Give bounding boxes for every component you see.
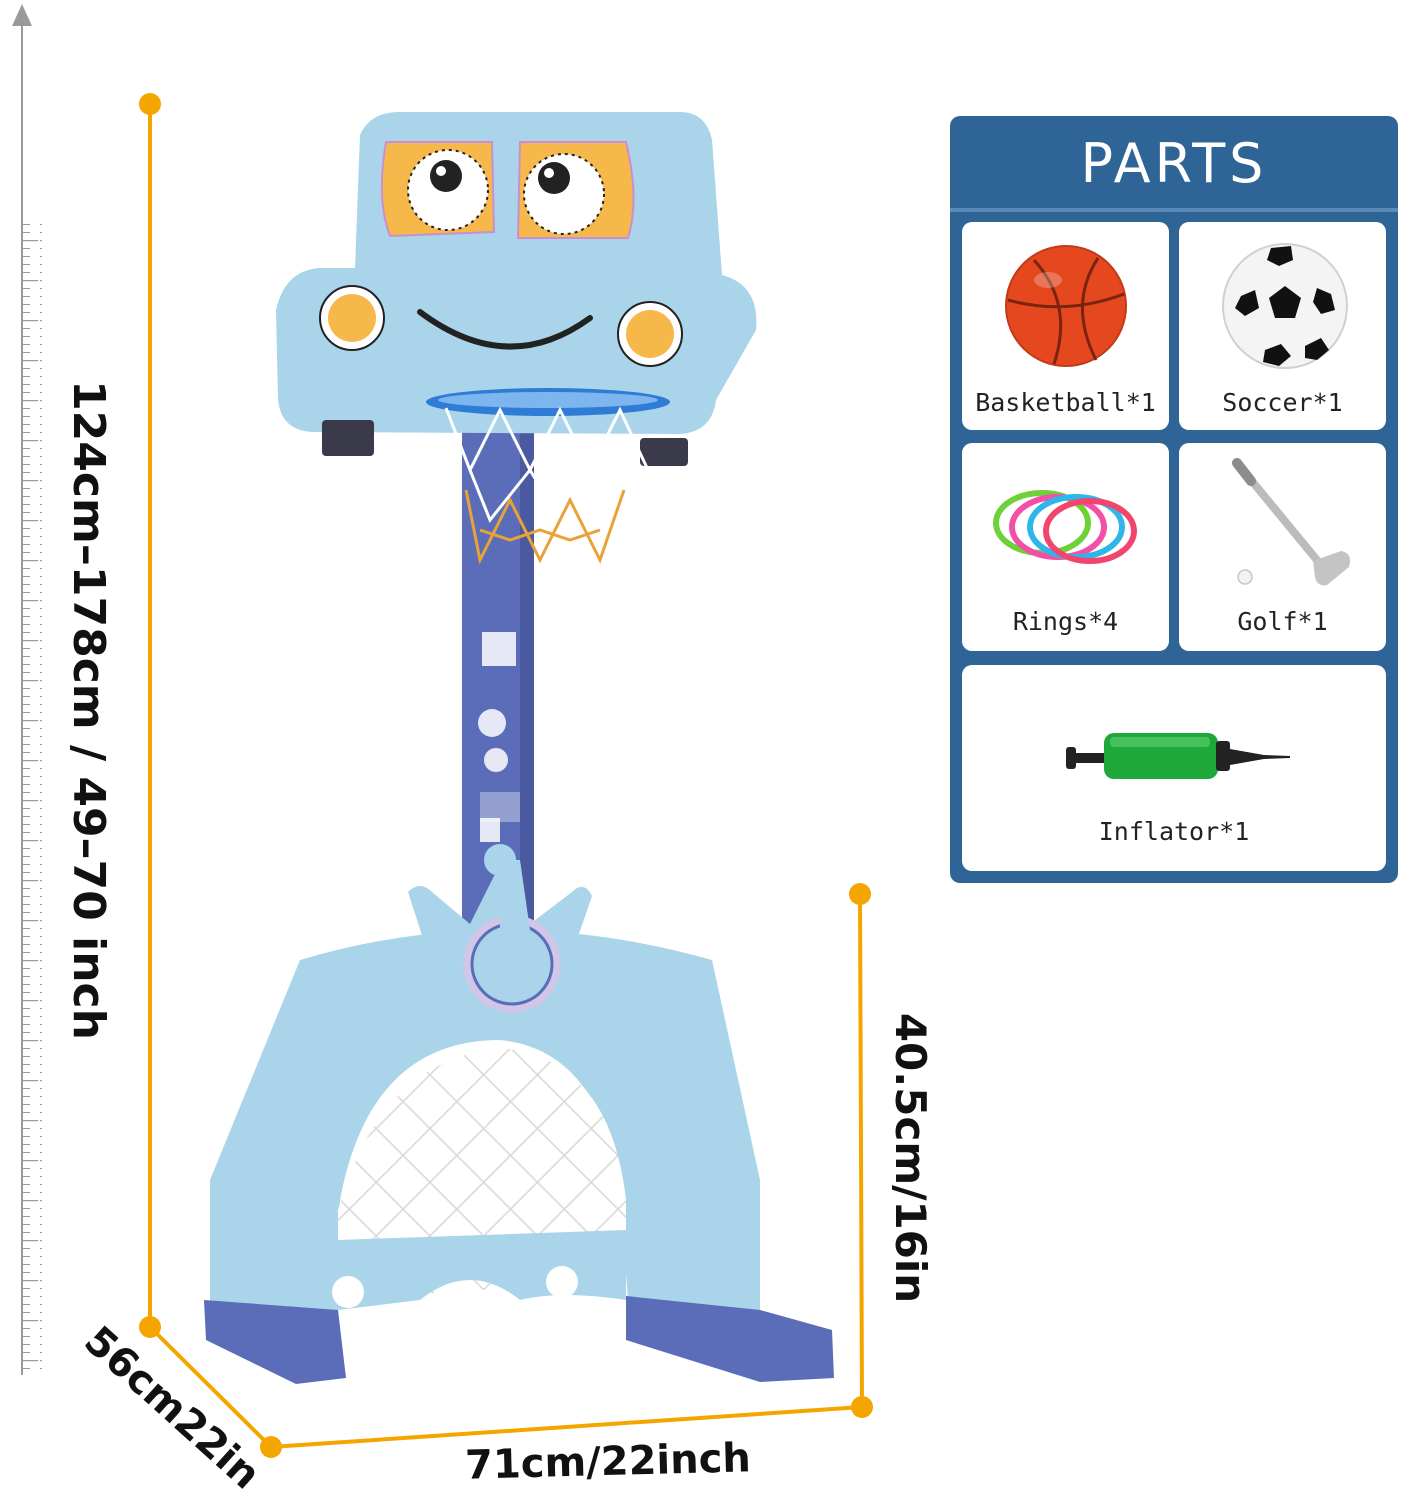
part-card-basketball: Basketball*1 [962,222,1169,430]
part-label-golf: Golf*1 [1237,607,1328,636]
part-label-soccer: Soccer*1 [1222,388,1343,417]
soccer-goal [210,860,760,1340]
car-backboard [276,112,757,466]
part-card-inflator: Inflator*1 [962,665,1386,871]
inflator-pump-icon [1066,733,1290,779]
part-card-golf: Golf*1 [1179,443,1386,651]
pole [462,420,534,940]
part-label-basketball: Basketball*1 [975,388,1156,417]
goal-base [204,1296,834,1384]
part-label-inflator: Inflator*1 [1098,817,1250,846]
parts-panel: PARTS Basketball*1 [950,116,1398,883]
basketball-hoop [426,388,670,565]
basketball-icon [1005,245,1127,367]
goal-height-dimension-label: 40.5cm/16in [886,1012,935,1304]
part-label-rings: Rings*4 [1012,607,1119,636]
rings-icon [993,490,1137,564]
dimension-lines [148,104,864,1449]
height-ruler [12,4,42,1375]
parts-title: PARTS [1080,132,1268,195]
soccer-ball-icon [1222,243,1348,369]
width-dimension-label: 71cm/22inch [464,1435,752,1489]
part-card-soccer: Soccer*1 [1179,222,1386,430]
golf-club-icon [1232,458,1350,586]
part-card-rings: Rings*4 [962,443,1169,651]
height-dimension-label: 124cm–178cm / 49–70 inch [63,380,114,1040]
parts-divider [950,208,1398,212]
dimension-dots [139,93,873,1458]
